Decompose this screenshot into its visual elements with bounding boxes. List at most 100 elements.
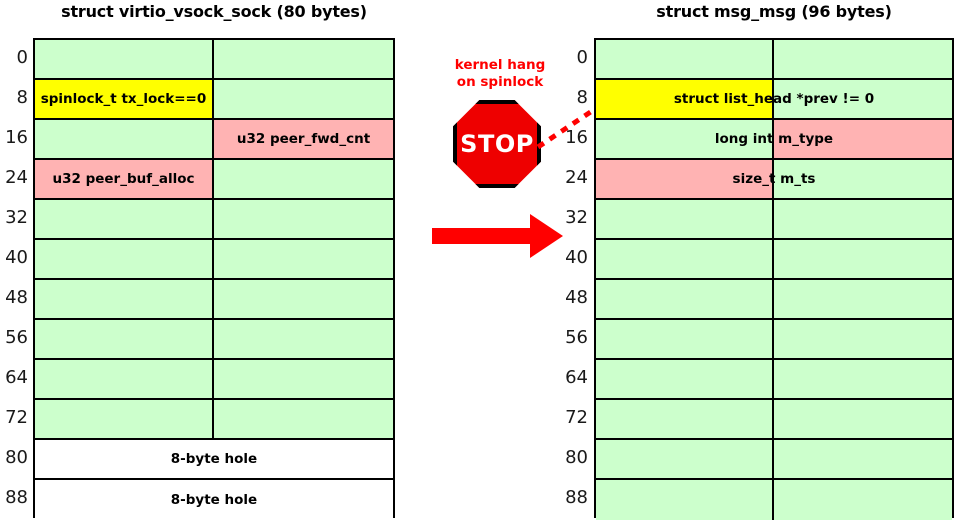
offset-label: 24 bbox=[5, 167, 28, 188]
struct-row bbox=[596, 200, 952, 240]
octagon-shape: STOP bbox=[453, 100, 541, 188]
offset-label: 32 bbox=[565, 207, 588, 228]
struct-cell-left bbox=[596, 360, 774, 398]
struct-cell-left: spinlock_t tx_lock==0 bbox=[35, 80, 214, 118]
struct-cell-left bbox=[35, 40, 214, 78]
struct-row bbox=[35, 280, 393, 320]
warning-line-1: kernel hang bbox=[454, 57, 546, 73]
struct-row bbox=[596, 480, 952, 520]
struct-row bbox=[596, 280, 952, 320]
offset-label: 56 bbox=[565, 327, 588, 348]
struct-cell-left bbox=[35, 240, 214, 278]
struct-row-hole: 8-byte hole bbox=[35, 440, 393, 480]
struct-cell-right bbox=[214, 360, 393, 398]
warning-line-2: on spinlock bbox=[456, 74, 544, 90]
struct-row bbox=[596, 360, 952, 400]
struct-cell-left bbox=[35, 120, 214, 158]
offset-label: 88 bbox=[565, 487, 588, 508]
right-struct-table: struct list_head *prev != 0 long int m_t… bbox=[594, 38, 954, 520]
struct-cell-right bbox=[774, 40, 952, 78]
offset-label: 40 bbox=[5, 247, 28, 268]
struct-cell-left bbox=[35, 320, 214, 358]
struct-row-hole: 8-byte hole bbox=[35, 480, 393, 520]
struct-row: u32 peer_fwd_cnt bbox=[35, 120, 393, 160]
offset-label: 8 bbox=[576, 87, 588, 108]
struct-cell-right bbox=[214, 240, 393, 278]
struct-cell-right bbox=[774, 80, 952, 118]
transition-arrow-icon bbox=[432, 214, 563, 258]
struct-cell-right bbox=[774, 240, 952, 278]
struct-cell-left bbox=[596, 160, 774, 198]
right-struct-title: struct msg_msg (96 bytes) bbox=[656, 2, 892, 21]
offset-label: 80 bbox=[565, 447, 588, 468]
right-offset-column: 0 8 16 24 32 40 48 56 64 72 80 88 bbox=[540, 38, 588, 518]
struct-row bbox=[596, 40, 952, 80]
struct-row bbox=[596, 440, 952, 480]
struct-row: spinlock_t tx_lock==0 bbox=[35, 80, 393, 120]
struct-row: u32 peer_buf_alloc bbox=[35, 160, 393, 200]
struct-row: long int m_type bbox=[596, 120, 952, 160]
struct-cell-left bbox=[35, 360, 214, 398]
struct-cell-right bbox=[774, 440, 952, 478]
left-struct-table: spinlock_t tx_lock==0 u32 peer_fwd_cnt u… bbox=[33, 38, 395, 520]
struct-cell-left bbox=[35, 480, 214, 520]
struct-cell-right bbox=[774, 360, 952, 398]
struct-cell-right: u32 peer_fwd_cnt bbox=[214, 120, 393, 158]
struct-cell-left bbox=[35, 440, 214, 478]
stop-sign-label: STOP bbox=[460, 130, 534, 158]
struct-cell-right bbox=[774, 480, 952, 520]
struct-cell-left bbox=[596, 120, 774, 158]
struct-cell-right bbox=[214, 440, 393, 478]
offset-label: 8 bbox=[16, 87, 28, 108]
struct-row bbox=[35, 200, 393, 240]
kernel-hang-warning: kernel hang on spinlock bbox=[440, 57, 560, 91]
struct-cell-right bbox=[214, 280, 393, 318]
struct-row: struct list_head *prev != 0 bbox=[596, 80, 952, 120]
offset-label: 0 bbox=[576, 47, 588, 68]
offset-label: 48 bbox=[5, 287, 28, 308]
struct-cell-left bbox=[596, 480, 774, 520]
struct-cell-right bbox=[214, 160, 393, 198]
struct-cell-right bbox=[774, 400, 952, 438]
struct-cell-left bbox=[596, 40, 774, 78]
offset-label: 88 bbox=[5, 487, 28, 508]
struct-cell-left: u32 peer_buf_alloc bbox=[35, 160, 214, 198]
offset-label: 56 bbox=[5, 327, 28, 348]
struct-row bbox=[596, 240, 952, 280]
struct-cell-right bbox=[214, 80, 393, 118]
struct-cell-left bbox=[596, 240, 774, 278]
struct-cell-left bbox=[596, 320, 774, 358]
struct-row bbox=[596, 400, 952, 440]
struct-row bbox=[35, 240, 393, 280]
struct-cell-left bbox=[596, 280, 774, 318]
struct-row bbox=[35, 320, 393, 360]
struct-row: size_t m_ts bbox=[596, 160, 952, 200]
struct-cell-right bbox=[214, 200, 393, 238]
struct-cell-right bbox=[774, 200, 952, 238]
offset-label: 32 bbox=[5, 207, 28, 228]
struct-cell-left bbox=[596, 80, 774, 118]
struct-cell-right bbox=[774, 160, 952, 198]
struct-row bbox=[35, 40, 393, 80]
left-offset-column: 0 8 16 24 32 40 48 56 64 72 80 88 bbox=[0, 38, 28, 518]
offset-label: 72 bbox=[565, 407, 588, 428]
struct-cell-right bbox=[774, 120, 952, 158]
offset-label: 40 bbox=[565, 247, 588, 268]
struct-cell-left bbox=[596, 200, 774, 238]
struct-row bbox=[35, 360, 393, 400]
stop-sign-icon: STOP bbox=[453, 100, 541, 188]
offset-label: 72 bbox=[5, 407, 28, 428]
offset-label: 64 bbox=[5, 367, 28, 388]
struct-cell-left bbox=[35, 280, 214, 318]
struct-cell-right bbox=[214, 320, 393, 358]
struct-row bbox=[596, 320, 952, 360]
struct-cell-left bbox=[35, 200, 214, 238]
offset-label: 24 bbox=[565, 167, 588, 188]
struct-cell-right bbox=[214, 400, 393, 438]
offset-label: 80 bbox=[5, 447, 28, 468]
struct-cell-right bbox=[774, 320, 952, 358]
struct-cell-right bbox=[774, 280, 952, 318]
offset-label: 0 bbox=[16, 47, 28, 68]
offset-label: 64 bbox=[565, 367, 588, 388]
